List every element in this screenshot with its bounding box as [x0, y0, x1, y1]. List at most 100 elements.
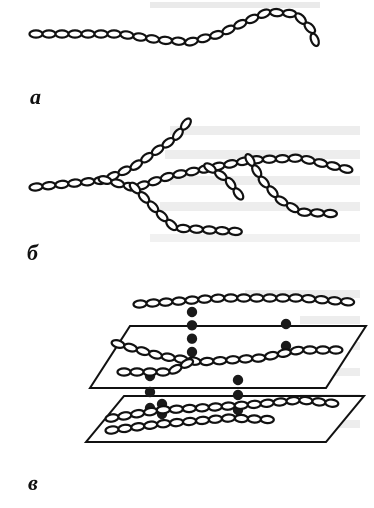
chain-link: [233, 400, 249, 411]
chain-link: [285, 395, 301, 406]
chain-link: [274, 153, 290, 164]
chain-link: [116, 367, 132, 377]
chain-link: [145, 298, 161, 308]
chain-link: [54, 29, 70, 39]
chain-link: [67, 29, 83, 39]
chain-link: [175, 223, 191, 234]
chain-link: [322, 208, 338, 219]
chain-link: [261, 154, 277, 164]
chain-link: [67, 178, 83, 188]
chain-link: [246, 399, 262, 410]
chain-link: [201, 225, 217, 235]
chain-link: [171, 296, 187, 306]
chain-link: [156, 418, 172, 429]
chain-link: [288, 293, 304, 303]
chain-link: [262, 293, 278, 303]
chain-link: [259, 414, 275, 425]
crosslink-node: [186, 320, 198, 331]
chain-link: [328, 345, 344, 355]
chain-link: [303, 21, 317, 35]
chain-link: [220, 413, 236, 423]
crosslink-node: [144, 386, 156, 398]
chain-link: [181, 416, 198, 427]
chain-link: [314, 294, 330, 305]
chain-link: [309, 32, 320, 48]
chain-link: [196, 33, 212, 44]
chain-link: [132, 32, 148, 42]
chain-link: [223, 159, 239, 169]
chain-link: [311, 397, 327, 407]
chain-link: [170, 36, 187, 46]
crosslink-node: [232, 389, 244, 401]
chain-link: [142, 367, 158, 377]
chain-panel-a: [28, 7, 320, 48]
chain-link: [272, 397, 288, 407]
chain-link: [188, 224, 204, 234]
chain-link: [287, 153, 303, 163]
chain-link: [238, 354, 254, 364]
chain-link: [225, 355, 241, 365]
chain-link: [232, 187, 245, 201]
chain-link: [157, 35, 174, 46]
chain-panel-b: [28, 117, 354, 237]
chain-link: [158, 297, 174, 307]
crosslink-node: [280, 318, 292, 330]
chain-link: [179, 117, 192, 131]
chain-link: [207, 414, 223, 424]
chain-link: [183, 36, 199, 47]
chain-link: [80, 29, 96, 39]
chain-link: [210, 293, 226, 303]
chain-link: [184, 166, 201, 177]
chain-link: [155, 367, 171, 377]
chain-link: [28, 29, 44, 39]
chain-link: [54, 179, 70, 190]
chain-link: [194, 403, 210, 413]
chain-link: [212, 355, 228, 366]
chain-link: [169, 417, 185, 428]
chain-link: [179, 358, 195, 369]
chain-link: [338, 164, 354, 174]
crosslink-node: [186, 346, 198, 358]
chain-panel-v: [104, 293, 356, 435]
chain-link: [168, 404, 184, 414]
panel-label-a: а: [30, 84, 41, 109]
chain-link: [301, 293, 317, 304]
chain-link: [132, 299, 148, 309]
chain-link: [129, 367, 145, 377]
panel-label-b: б: [27, 240, 38, 265]
crosslink-node: [186, 333, 198, 344]
chain-link: [80, 177, 96, 187]
chain-link: [233, 413, 249, 424]
chain-link: [246, 414, 262, 424]
chain-link: [269, 7, 285, 18]
chain-link: [194, 415, 211, 426]
chain-link: [327, 296, 343, 306]
chain-link: [275, 293, 291, 303]
chain-link: [197, 294, 213, 304]
chain-link: [249, 293, 265, 303]
chain-link: [251, 353, 267, 363]
chain-link: [340, 297, 356, 307]
chain-link: [119, 30, 135, 40]
chain-link: [106, 29, 122, 39]
chain-link: [130, 422, 146, 432]
chain-link: [110, 178, 126, 189]
chain-link: [325, 161, 341, 171]
panel-label-v: в: [28, 470, 38, 495]
chain-link: [41, 29, 57, 39]
chain-link: [296, 207, 312, 217]
chain-link: [104, 425, 120, 435]
chain-link: [223, 293, 239, 303]
chain-link: [41, 180, 57, 191]
chain-link: [324, 398, 340, 408]
chain-link: [181, 403, 197, 414]
chain-link: [93, 29, 109, 39]
chain-link: [220, 401, 236, 411]
chain-link: [315, 345, 331, 355]
crosslink-node: [232, 374, 244, 386]
chain-link: [145, 34, 161, 44]
chain-link: [207, 402, 223, 412]
chain-link: [309, 208, 325, 218]
chain-link: [214, 225, 230, 236]
